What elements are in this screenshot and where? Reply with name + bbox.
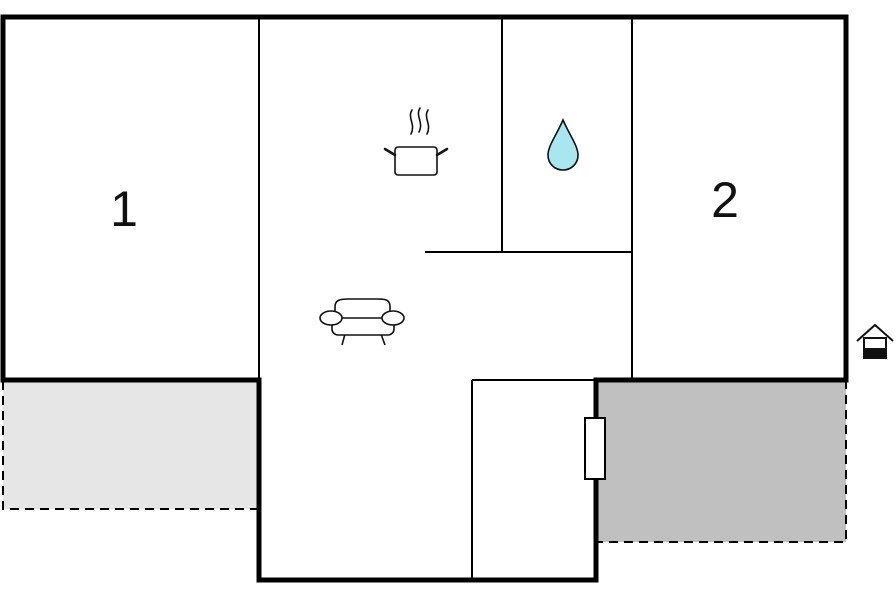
interior-walls — [258, 17, 633, 580]
kitchen-pot-icon — [383, 107, 449, 176]
entrance-house-icon — [856, 323, 894, 359]
terrace-right — [596, 380, 847, 543]
living-room-sofa-icon — [319, 298, 405, 346]
room-label-1: 1 — [110, 181, 138, 237]
terrace-left — [2, 381, 258, 510]
bathroom-water-drop-icon — [547, 118, 579, 171]
window — [584, 417, 606, 480]
exterior-walls — [0, 14, 849, 583]
room-label-2: 2 — [711, 172, 739, 228]
